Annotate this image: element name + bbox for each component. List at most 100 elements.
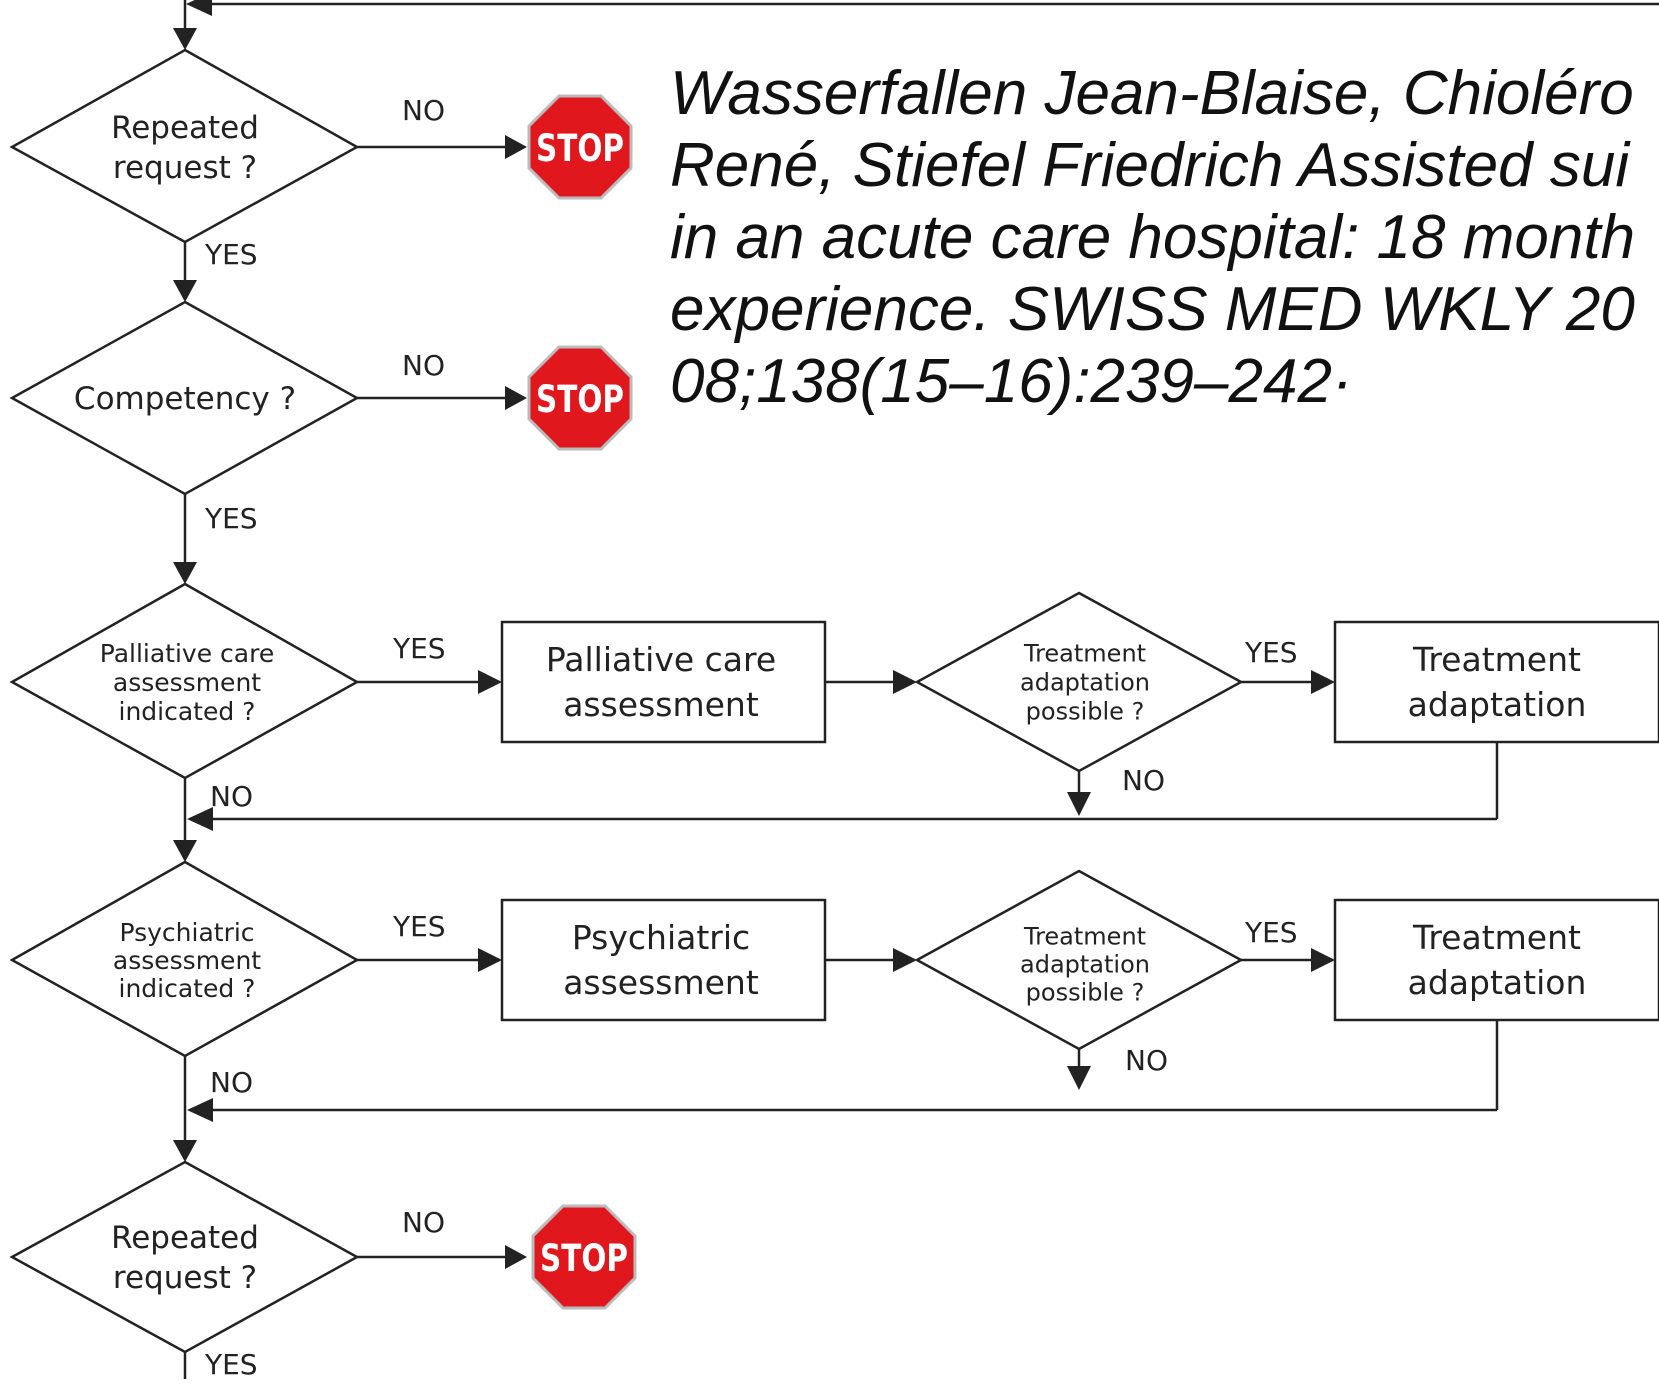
citation-line: in an acute care hospital: 18 month bbox=[670, 203, 1636, 272]
edge-label-psychiatric-no: NO bbox=[210, 1066, 253, 1099]
node-label-line: Treatment bbox=[1412, 918, 1581, 957]
decision-treatment-possible-2 bbox=[914, 869, 1244, 1051]
node-label-line: possible ? bbox=[1026, 697, 1145, 725]
stop-sign-3-text: STOP bbox=[540, 1237, 628, 1280]
decision-psychiatric-indicated bbox=[9, 860, 360, 1058]
citation-text: Wasserfallen Jean-Blaise, Chioléro René,… bbox=[670, 58, 1659, 418]
node-label-line: request ? bbox=[113, 1260, 257, 1296]
connectors bbox=[173, 0, 1659, 1379]
edge-label-palliative-no: NO bbox=[210, 780, 253, 813]
citation-line: experience. SWISS MED WKLY 20 bbox=[670, 275, 1635, 344]
decision-palliative-indicated bbox=[9, 582, 360, 780]
stop-signs: STOP STOP STOP bbox=[527, 94, 637, 1310]
edge-label-repeated1-no: NO bbox=[402, 94, 445, 127]
process-treatment-adaptation-1 bbox=[1333, 620, 1659, 744]
edge-labels: NO YES NO YES YES NO YES NO YES NO YES N… bbox=[204, 94, 1298, 1381]
label-treatment-adaptation-1: Treatment adaptation bbox=[1408, 640, 1587, 724]
node-label-line: Palliative care bbox=[546, 640, 776, 679]
citation-line: 08;138(15–16):239–242· bbox=[670, 347, 1353, 416]
arrowhead-to-psychiatric bbox=[173, 840, 197, 862]
edge-label-competency-no: NO bbox=[402, 349, 445, 382]
edge-label-treatment1-yes: YES bbox=[1244, 636, 1298, 669]
edge-label-palliative-yes: YES bbox=[392, 632, 446, 665]
process-palliative-assessment bbox=[500, 620, 827, 744]
node-label-line: Repeated bbox=[111, 110, 259, 146]
node-label-line: indicated ? bbox=[119, 697, 256, 726]
arrowhead-to-treatment-adaptation-1 bbox=[1311, 670, 1335, 694]
node-label-line: possible ? bbox=[1026, 978, 1145, 1006]
arrowhead-to-psychiatric-assessment bbox=[478, 948, 502, 972]
stop-sign-2: STOP bbox=[527, 345, 633, 451]
label-competency: Competency ? bbox=[74, 381, 296, 417]
edge-label-treatment2-no: NO bbox=[1125, 1044, 1168, 1077]
arrowhead-top-left bbox=[186, 0, 212, 16]
label-psychiatric-assessment: Psychiatric assessment bbox=[563, 918, 759, 1002]
arrowhead-stop-2 bbox=[505, 386, 527, 410]
arrowhead-stop-3 bbox=[505, 1245, 527, 1269]
arrowhead-to-treatment-adaptation-2 bbox=[1311, 948, 1335, 972]
edge-label-repeated2-yes: YES bbox=[204, 1348, 258, 1379]
node-label-line: Psychiatric bbox=[119, 918, 254, 947]
node-labels: Repeated request ? Competency ? Palliativ… bbox=[74, 110, 1586, 1296]
node-label-line: Treatment bbox=[1412, 640, 1581, 679]
citation-line: René, Stiefel Friedrich Assisted sui bbox=[670, 131, 1630, 200]
edge-label-repeated2-no: NO bbox=[402, 1206, 445, 1239]
stop-sign-3: STOP bbox=[531, 1204, 637, 1310]
arrowhead-to-treatment-possible-2 bbox=[893, 948, 917, 972]
arrowhead-to-repeated-1 bbox=[173, 28, 197, 50]
arrowhead-to-palliative-assessment bbox=[478, 670, 502, 694]
node-label-line: adaptation bbox=[1020, 950, 1150, 978]
arrowhead-stop-1 bbox=[505, 135, 527, 159]
label-treatment-adaptation-2: Treatment adaptation bbox=[1408, 918, 1587, 1002]
label-repeated-request-2: Repeated request ? bbox=[111, 1220, 259, 1296]
label-repeated-request-1: Repeated request ? bbox=[111, 110, 259, 186]
arrowhead-to-repeated-2 bbox=[173, 1140, 197, 1162]
node-label-line: assessment bbox=[113, 668, 261, 697]
node-label-line: request ? bbox=[113, 150, 257, 186]
arrowhead-to-competency bbox=[173, 280, 197, 302]
node-label-line: Treatment bbox=[1023, 639, 1146, 667]
stop-sign-1-text: STOP bbox=[536, 127, 624, 170]
decision-repeated-request-1 bbox=[9, 48, 360, 244]
arrowhead-merge-2 bbox=[187, 1098, 213, 1122]
process-psychiatric-assessment bbox=[500, 898, 827, 1022]
node-label-line: Repeated bbox=[111, 1220, 259, 1256]
decision-nodes bbox=[9, 48, 1244, 1354]
node-label-line: assessment bbox=[563, 685, 759, 724]
decision-competency bbox=[9, 300, 360, 496]
node-label-line: Competency ? bbox=[74, 381, 296, 417]
edge-label-psychiatric-yes: YES bbox=[392, 910, 446, 943]
node-label-line: assessment bbox=[113, 946, 261, 975]
stop-sign-1: STOP bbox=[527, 94, 633, 200]
edge-label-repeated1-yes: YES bbox=[204, 238, 258, 271]
arrowhead-treatment2-no bbox=[1067, 1066, 1091, 1090]
label-palliative-assessment: Palliative care assessment bbox=[546, 640, 776, 724]
node-label-line: Treatment bbox=[1023, 922, 1146, 950]
arrowhead-to-palliative bbox=[173, 562, 197, 584]
arrowhead-merge-1 bbox=[187, 807, 213, 831]
node-label-line: adaptation bbox=[1408, 685, 1587, 724]
decision-repeated-request-2 bbox=[9, 1160, 360, 1354]
node-label-line: Psychiatric bbox=[572, 918, 750, 957]
edge-label-competency-yes: YES bbox=[204, 502, 258, 535]
node-label-line: indicated ? bbox=[119, 974, 256, 1003]
edge-label-treatment2-yes: YES bbox=[1244, 916, 1298, 949]
node-label-line: Palliative care bbox=[100, 639, 274, 668]
node-label-line: assessment bbox=[563, 963, 759, 1002]
arrowhead-treatment1-no bbox=[1067, 792, 1091, 816]
node-label-line: adaptation bbox=[1020, 668, 1150, 696]
process-nodes bbox=[500, 620, 1659, 1022]
process-treatment-adaptation-2 bbox=[1333, 898, 1659, 1022]
node-label-line: adaptation bbox=[1408, 963, 1587, 1002]
citation-line: Wasserfallen Jean-Blaise, Chioléro bbox=[670, 59, 1634, 128]
arrowhead-to-treatment-possible-1 bbox=[893, 670, 917, 694]
decision-treatment-possible-1 bbox=[914, 591, 1244, 773]
edge-label-treatment1-no: NO bbox=[1122, 764, 1165, 797]
stop-sign-2-text: STOP bbox=[536, 378, 624, 421]
